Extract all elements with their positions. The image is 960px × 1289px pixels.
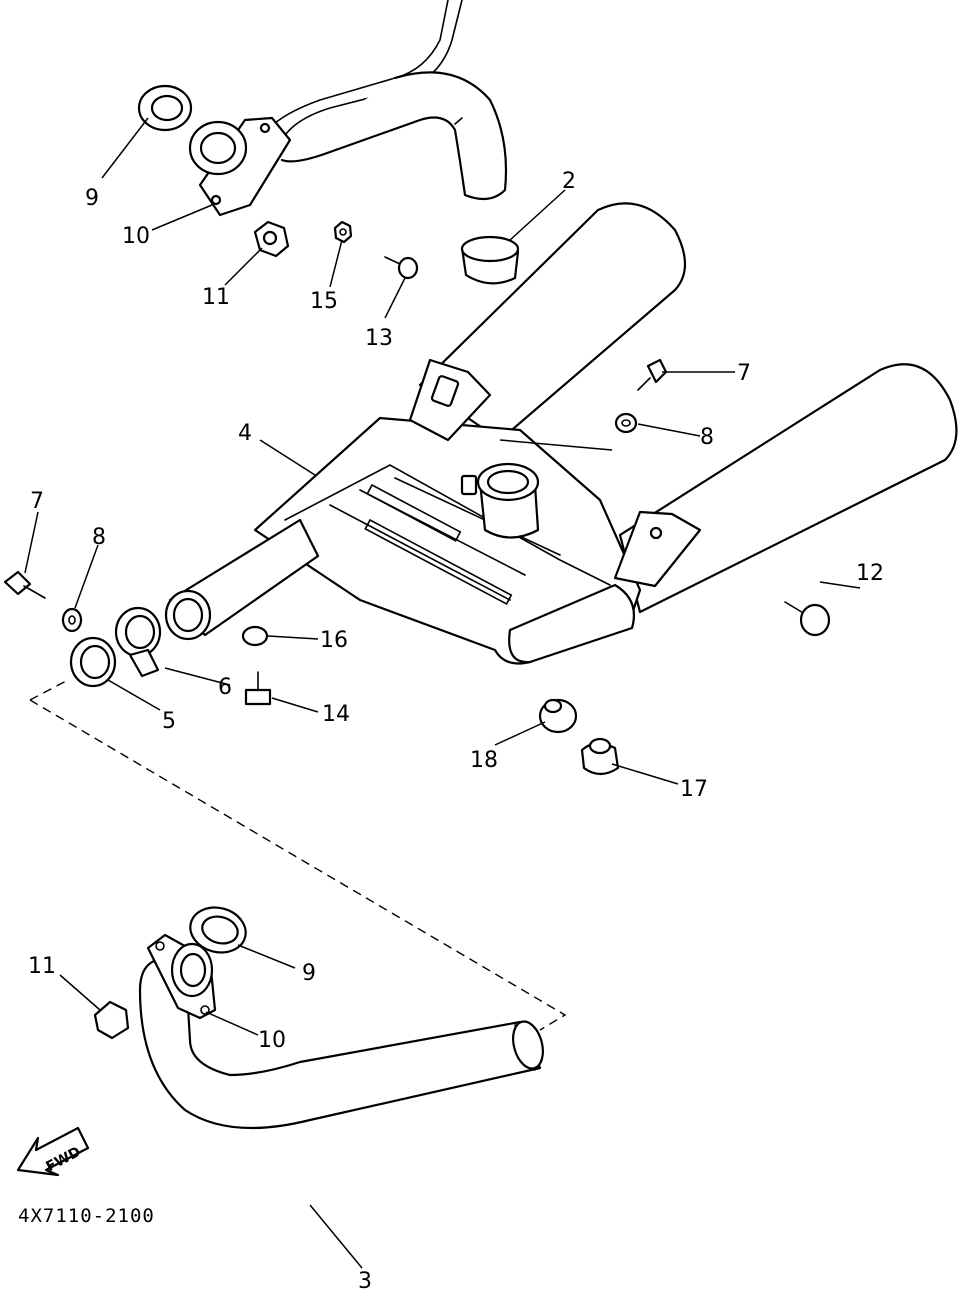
flange-10-top <box>188 116 292 217</box>
leader-lines <box>24 117 861 1269</box>
bolt-7-left <box>3 570 46 599</box>
muffler-assembly-4 <box>164 202 958 665</box>
nut-15 <box>333 220 353 244</box>
gasket-9-bottom <box>189 906 247 954</box>
callout-5: 5 <box>162 709 176 734</box>
callout-4: 4 <box>238 421 252 446</box>
callout-15: 15 <box>310 289 338 314</box>
callout-7-left: 7 <box>30 489 44 514</box>
washer-8-right <box>614 412 638 434</box>
diagram-code: 4X7110-2100 <box>18 1205 155 1227</box>
gasket-5 <box>69 636 117 688</box>
damper-17 <box>580 737 620 776</box>
callout-14: 14 <box>322 702 350 727</box>
callout-8-left: 8 <box>92 525 106 550</box>
clamp-6 <box>114 606 162 678</box>
screw-13 <box>384 256 419 280</box>
damper-18 <box>538 698 578 734</box>
callout-16: 16 <box>320 628 348 653</box>
gasket-9-top <box>137 84 193 132</box>
washer-8-left <box>61 607 83 633</box>
callout-10-top: 10 <box>122 224 150 249</box>
bolt-7-right <box>637 358 668 391</box>
assembly-dashed-line <box>29 679 567 1031</box>
flange-10-bottom <box>146 933 217 1020</box>
callout-10-bottom: 10 <box>258 1028 286 1053</box>
bolt-12 <box>784 601 831 637</box>
callout-3: 3 <box>358 1269 372 1289</box>
upper-exhaust-pipe <box>261 0 508 201</box>
callout-7-right: 7 <box>737 361 751 386</box>
bolt-14 <box>244 671 272 706</box>
callout-6: 6 <box>218 675 232 700</box>
callout-11-top: 11 <box>202 285 230 310</box>
fwd-arrow-icon: FWD <box>16 1126 90 1177</box>
callout-12: 12 <box>856 561 884 586</box>
callout-17: 17 <box>680 777 708 802</box>
nut-11-bottom <box>93 1000 130 1040</box>
gasket-ring-2 <box>460 235 520 285</box>
callout-numbers: 9 10 11 15 13 2 7 8 4 7 8 12 16 6 5 14 1… <box>28 169 884 1289</box>
callout-13: 13 <box>365 326 393 351</box>
callout-9-top: 9 <box>85 186 99 211</box>
callout-8-right: 8 <box>700 425 714 450</box>
callout-11-bottom: 11 <box>28 954 56 979</box>
callout-18: 18 <box>470 748 498 773</box>
callout-2: 2 <box>562 169 576 194</box>
nut-16 <box>241 625 269 647</box>
callout-9-bottom: 9 <box>302 961 316 986</box>
